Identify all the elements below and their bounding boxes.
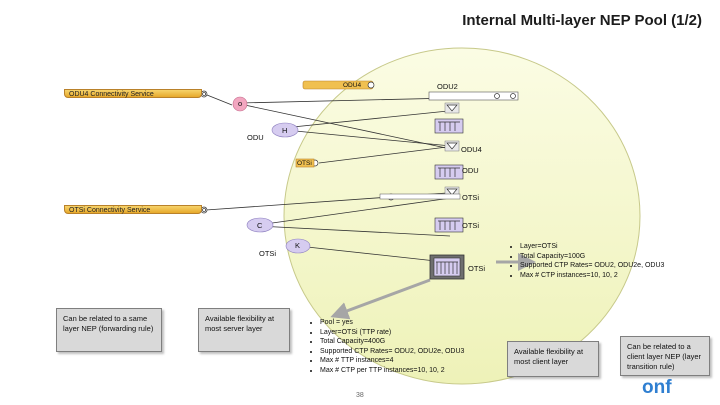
nep-attributes-note: Layer=OTSi Total Capacity=100G Supported… <box>510 242 680 280</box>
nep-attr-item: Max # CTP instances=10, 10, 2 <box>520 271 680 281</box>
otsi-right-cp-block <box>434 217 464 233</box>
otsi-pool-nep-inner <box>433 257 461 277</box>
otsi-right-label: OTSi <box>462 221 480 230</box>
otsi-connectivity-service-bar[interactable]: OTSi Connectivity Service <box>64 205 202 214</box>
lavender-node-k-label: K <box>295 241 301 250</box>
lavender-node-h[interactable] <box>271 122 299 138</box>
odu4-right-label: ODU4 <box>461 145 482 154</box>
odu4-top-bar <box>302 80 374 90</box>
nep-attr-item: Total Capacity=100G <box>520 252 680 262</box>
client-layer-flex-callout: Available flexibility at most client lay… <box>507 341 599 377</box>
odu-mid-cp-block <box>434 164 464 180</box>
odu-mid-label: ODU <box>462 166 479 175</box>
otsi-bottom-label: OTSi <box>468 264 486 273</box>
otsi-mid-link-bar <box>379 193 461 200</box>
otsi-service-port-label: o <box>202 205 207 214</box>
odu2-label: ODU2 <box>437 82 458 91</box>
odu4-top-bar-label: ODU4 <box>343 82 362 89</box>
odu2-triangle-icon <box>446 104 458 112</box>
pool-attr-item: Total Capacity=400G <box>320 337 500 347</box>
otsi-mid-label: OTSi <box>462 193 480 202</box>
odu-left-label: ODU <box>247 133 264 142</box>
pool-attr-item: Max # TTP instances=4 <box>320 356 500 366</box>
odu4-connectivity-service-bar[interactable]: ODU4 Connectivity Service <box>64 89 202 98</box>
otsi-bar-label: OTSi <box>297 160 312 167</box>
client-layer-callout: Can be related to a client layer NEP (la… <box>620 336 710 376</box>
pool-attributes-note: Pool = yes Layer=OTSi (TTP rate) Total C… <box>310 318 500 375</box>
same-layer-callout: Can be related to a same layer NEP (forw… <box>56 308 162 352</box>
nep-attr-item: Supported CTP Rates= ODU2, ODU2e, ODU3 <box>520 261 680 271</box>
pool-attr-item: Pool = yes <box>320 318 500 328</box>
onf-logo-text: onf <box>642 377 672 398</box>
lavender-node-k[interactable] <box>285 238 311 254</box>
nep-attr-item: Layer=OTSi <box>520 242 680 252</box>
otsi-mid-triangle-icon <box>446 188 458 196</box>
otsi-bar <box>295 158 315 168</box>
pink-node-o-label: o <box>238 99 243 108</box>
odu2-bar <box>428 91 519 101</box>
lavender-node-c[interactable] <box>246 217 274 233</box>
pool-attr-item: Max # CTP per TTP instances=10, 10, 2 <box>320 366 500 376</box>
page-number: 38 <box>356 392 364 399</box>
gray-arrows <box>330 253 536 320</box>
odu2-port-1[interactable] <box>494 93 500 99</box>
slide-title: Internal Multi-layer NEP Pool (1/2) <box>462 12 702 29</box>
lavender-node-c-label: C <box>257 221 263 230</box>
odu4-cp-block <box>434 118 464 134</box>
pool-attr-item: Supported CTP Rates= ODU2, ODU2e, ODU3 <box>320 347 500 357</box>
pink-node-o[interactable] <box>232 96 248 112</box>
otsi-left-label: OTSi <box>259 249 277 258</box>
odu4-service-port-label: o <box>202 89 207 98</box>
server-layer-flex-callout: Available flexibility at most server lay… <box>198 308 290 352</box>
lavender-node-h-label: H <box>282 126 288 135</box>
odu2-port-2[interactable] <box>510 93 516 99</box>
onf-logo: onf <box>642 377 672 398</box>
odu4-top-port[interactable] <box>367 81 375 89</box>
odu4-triangle-icon <box>446 142 458 150</box>
pool-attr-item: Layer=OTSi (TTP rate) <box>320 328 500 338</box>
